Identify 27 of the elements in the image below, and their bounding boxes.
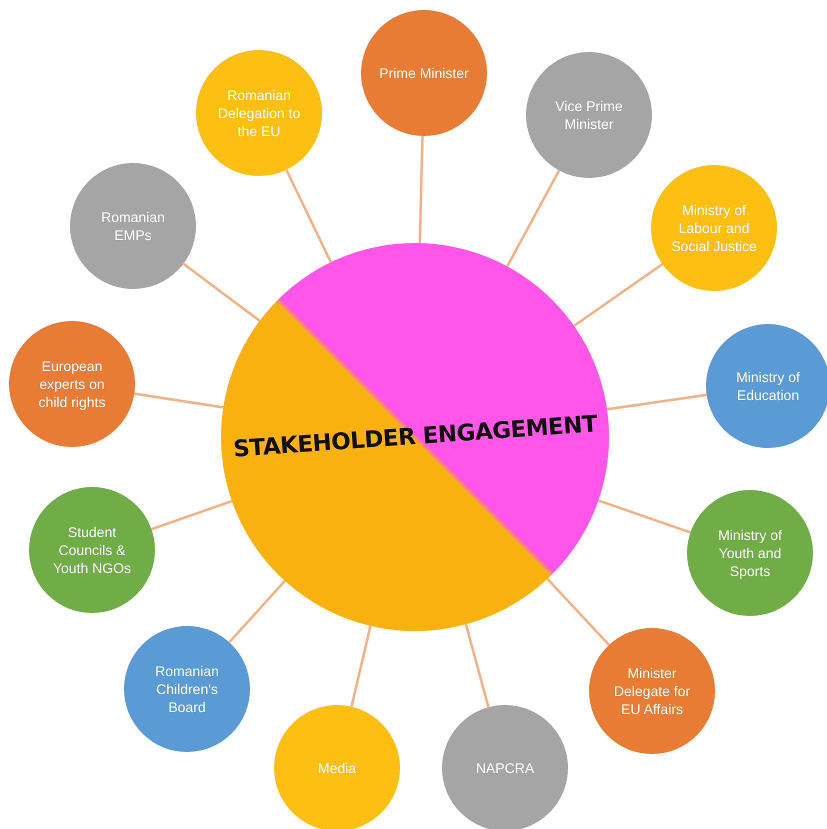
connector-line — [285, 169, 332, 263]
connector-line — [573, 263, 664, 327]
connector-line — [151, 500, 232, 530]
stakeholder-label: Ministry of Education — [735, 368, 801, 404]
connector-line — [506, 170, 560, 267]
stakeholder-label: Romanian Delegation to the EU — [216, 86, 302, 140]
connector-line — [546, 578, 610, 646]
stakeholder-label: Media — [316, 758, 358, 778]
stakeholder-label: Minister Delegate for EU Affairs — [612, 664, 692, 718]
hub-title: STAKEHOLDER ENGAGEMENT — [232, 411, 598, 463]
stakeholder-label: Prime Minister — [378, 64, 470, 82]
connector-line — [606, 394, 707, 410]
stakeholder-label: Romanian EMPs — [100, 208, 166, 244]
connector-line — [464, 624, 490, 708]
stakeholder-label: European experts on child rights — [38, 356, 106, 412]
stakeholder-label: Ministry of Youth and Sports — [717, 526, 783, 580]
stakeholder-label: Romanian Children's Board — [154, 662, 220, 716]
stakeholder-label: Student Councils & Youth NGOs — [52, 522, 132, 578]
connector-line — [134, 392, 224, 409]
stakeholder-label: NAPCRA — [474, 758, 536, 778]
connector-line — [418, 136, 424, 244]
connector-line — [350, 626, 372, 707]
connector-line — [228, 580, 286, 644]
stakeholder-label: Vice Prime Minister — [554, 96, 624, 134]
connector-line — [182, 262, 260, 322]
connector-line — [598, 499, 691, 534]
stakeholder-label: Ministry of Labour and Social Justice — [670, 200, 758, 256]
